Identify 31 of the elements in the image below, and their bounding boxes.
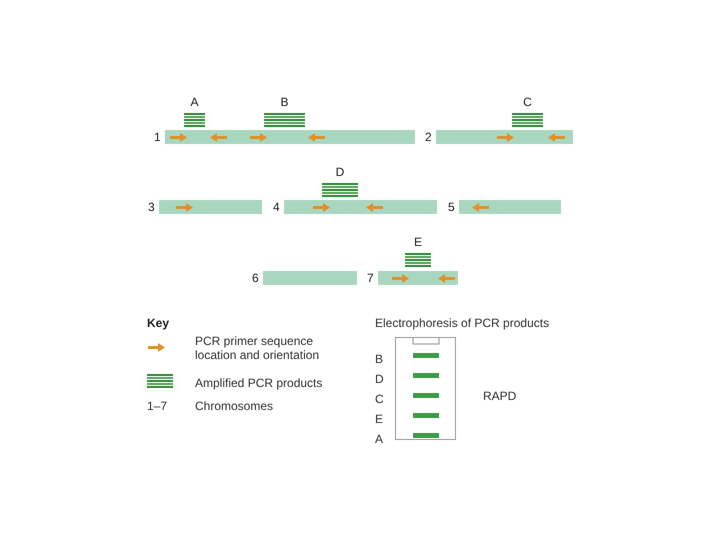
legend-symbol: 1–7 xyxy=(147,399,168,413)
product-letter: E xyxy=(412,236,423,249)
product-letter: B xyxy=(279,96,290,109)
legend-text: PCR primer sequence location and orientation xyxy=(195,334,320,362)
product-letter: C xyxy=(522,96,533,109)
chromosome-bar xyxy=(159,200,262,214)
key-heading: Key xyxy=(147,316,170,330)
lane-letter: D xyxy=(375,372,384,386)
chromosome-bar xyxy=(165,130,415,144)
chromosome-number: 6 xyxy=(252,271,259,285)
lane-letter: B xyxy=(375,352,384,366)
product-letter: A xyxy=(189,96,200,109)
method-label: RAPD xyxy=(483,389,516,403)
chromosome-bar xyxy=(263,271,357,285)
chromosome-number: 7 xyxy=(367,271,374,285)
lane-letter: E xyxy=(375,412,384,426)
lane-letter: C xyxy=(375,392,384,406)
chromosome-number: 5 xyxy=(448,200,455,214)
chromosome-number: 4 xyxy=(273,200,280,214)
product-letter: D xyxy=(334,166,346,179)
chromosome-bar xyxy=(436,130,573,144)
gel-title: Electrophoresis of PCR products xyxy=(375,316,550,330)
chromosome-number: 2 xyxy=(425,130,432,144)
legend-text: Amplified PCR products xyxy=(195,376,324,390)
chromosome-number: 3 xyxy=(148,200,155,214)
chromosome-bar xyxy=(378,271,458,285)
chromosome-bar xyxy=(284,200,437,214)
chromosome-number: 1 xyxy=(154,130,161,144)
chromosome-bar xyxy=(459,200,561,214)
lane-letter: A xyxy=(375,432,384,446)
legend-text: Chromosomes xyxy=(195,399,274,413)
